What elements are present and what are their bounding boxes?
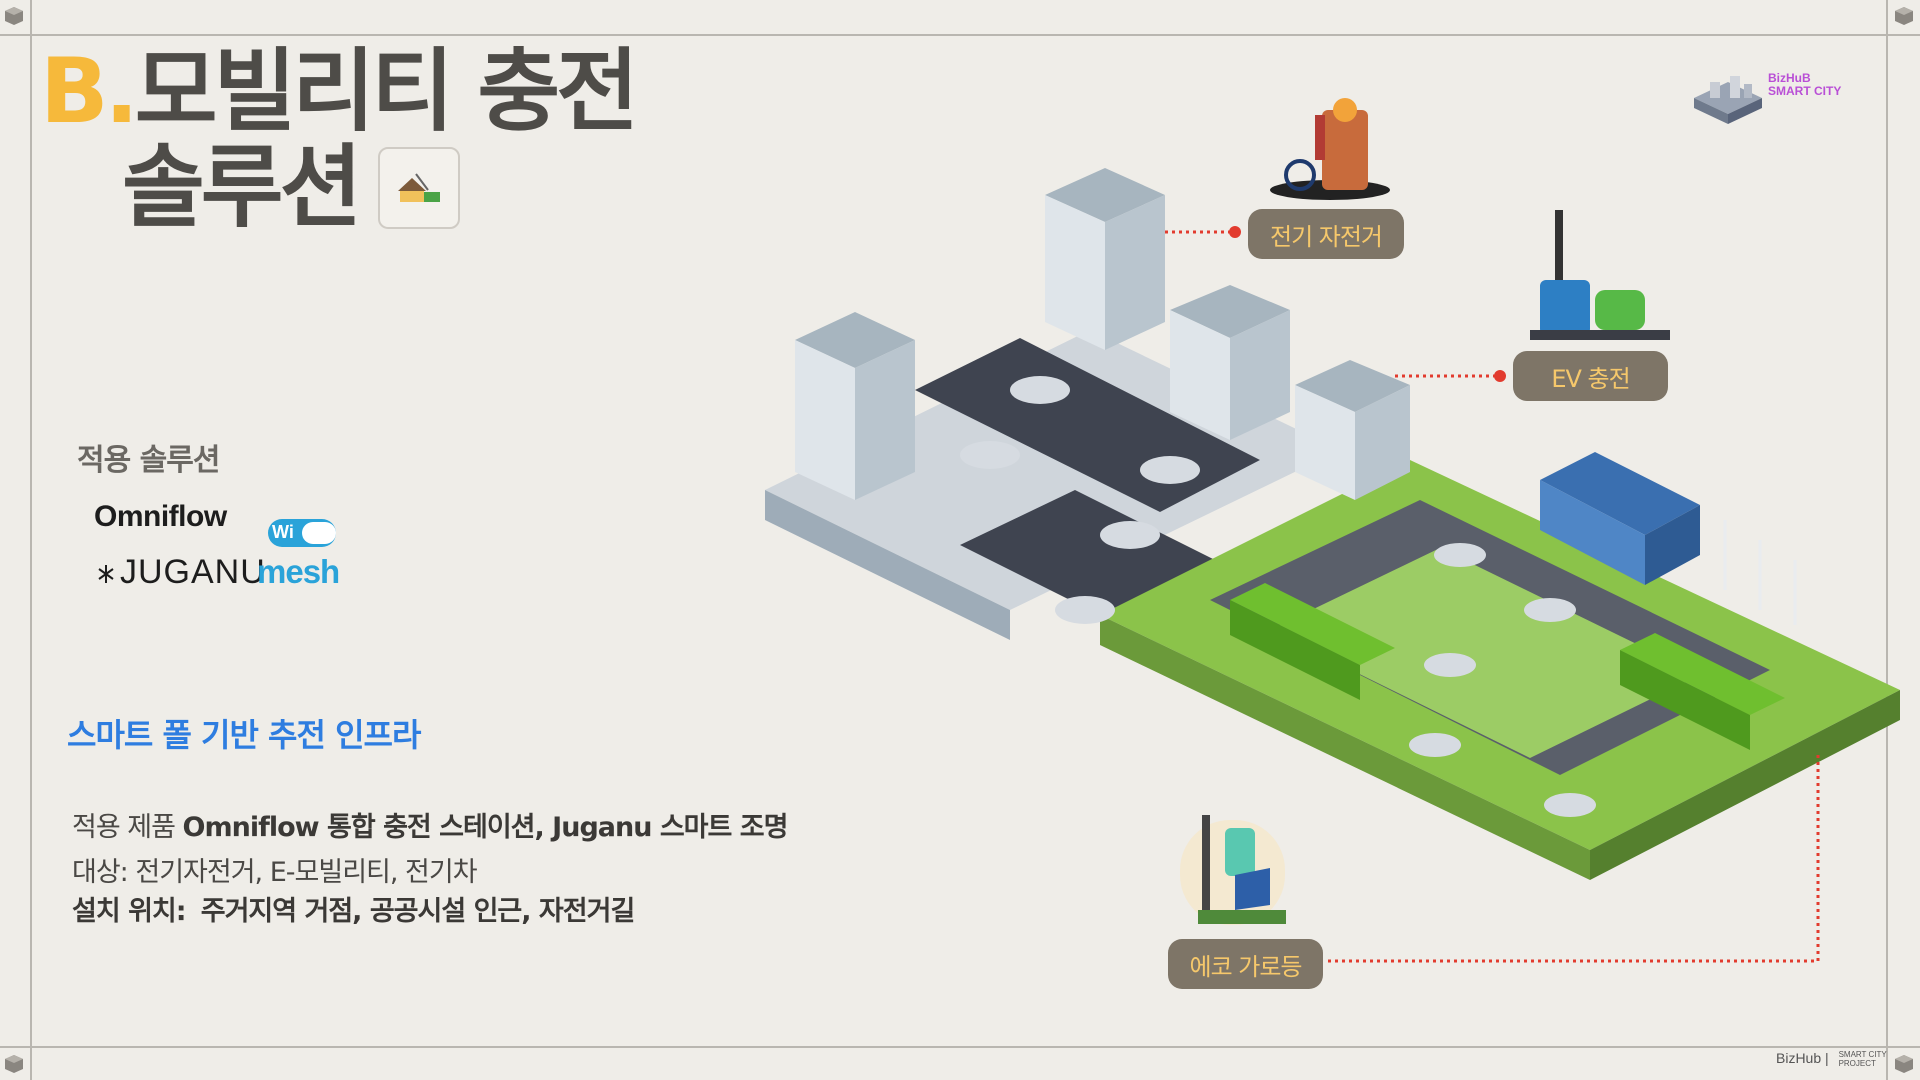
corner-cube-icon <box>5 1055 23 1073</box>
shop-building <box>1295 360 1410 500</box>
ev-callout-label: EV 충전 <box>1513 351 1668 401</box>
products-value: Omniflow 통합 충전 스테이션, Juganu 스마트 조명 <box>182 812 789 843</box>
solutions-heading: 적용 솔루션 <box>77 443 220 478</box>
frame-left-line <box>30 0 32 1080</box>
brand-line1: BizHuB <box>1768 71 1811 85</box>
green-bus <box>1230 583 1395 700</box>
corner-cube-icon <box>1895 1055 1913 1073</box>
solar-greenhouse <box>1540 452 1700 585</box>
corner-cube-icon <box>5 7 23 25</box>
wind-turbine <box>1723 520 1797 625</box>
location-value: 주거지역 거점, 공공시설 인근, 자전거길 <box>200 896 636 927</box>
juganu-mark-icon <box>98 565 114 584</box>
juganu-logo: JUGANU <box>96 553 266 592</box>
charging-house-icon <box>378 147 461 229</box>
footer-line2: PROJECT <box>1838 1059 1876 1069</box>
products-line: 적용 제품 Omniflow 통합 충전 스테이션, Juganu 스마트 조명 <box>72 805 789 844</box>
corner-cube-icon <box>1895 7 1913 25</box>
brand-line2: SMART CITY <box>1768 84 1842 98</box>
footer-name: BizHub <box>1776 1050 1822 1066</box>
location-line: 설치 위치: 주거지역 거점, 공공시설 인근, 자전거길 <box>72 889 636 928</box>
title-prefix: B. <box>40 39 139 144</box>
target-line: 대상: 전기자전거, E-모빌리티, 전기차 <box>72 857 478 888</box>
shop-building <box>1170 285 1290 440</box>
title-line1: 모빌리티 충전 <box>134 39 639 144</box>
eco-streetlight-illustration <box>1180 815 1286 925</box>
juganu-logo-text: JUGANU <box>120 553 266 591</box>
page-title: B.모빌리티 충전 솔루션 <box>40 44 639 240</box>
frame-bottom-line <box>0 1046 1920 1048</box>
products-label: 적용 제품 <box>72 812 176 843</box>
ebike-charger-illustration <box>1270 98 1390 200</box>
green-bus <box>1620 633 1785 750</box>
eco-light-callout-label: 에코 가로등 <box>1168 939 1323 989</box>
mesh-logo: mesh <box>257 553 340 590</box>
title-line2: 솔루션 <box>122 135 362 240</box>
location-label: 설치 위치: <box>72 896 187 927</box>
footer-line1: SMART CITY <box>1838 1050 1887 1060</box>
wifi-logo-text: Wi Fi <box>272 522 327 542</box>
ebike-callout-label: 전기 자전거 <box>1248 209 1404 259</box>
wifi-logo: Wi Fi <box>258 510 344 560</box>
omniflow-logo: Omniflow <box>94 500 227 533</box>
ev-charger-illustration <box>1530 210 1670 340</box>
tall-building <box>1045 168 1165 350</box>
infra-heading: 스마트 폴 기반 추전 인프라 <box>67 716 421 754</box>
smart-city-logo-icon <box>1694 76 1762 124</box>
frame-top-line <box>0 34 1920 36</box>
frame-right-line <box>1886 0 1888 1080</box>
apartment-building <box>795 312 915 500</box>
